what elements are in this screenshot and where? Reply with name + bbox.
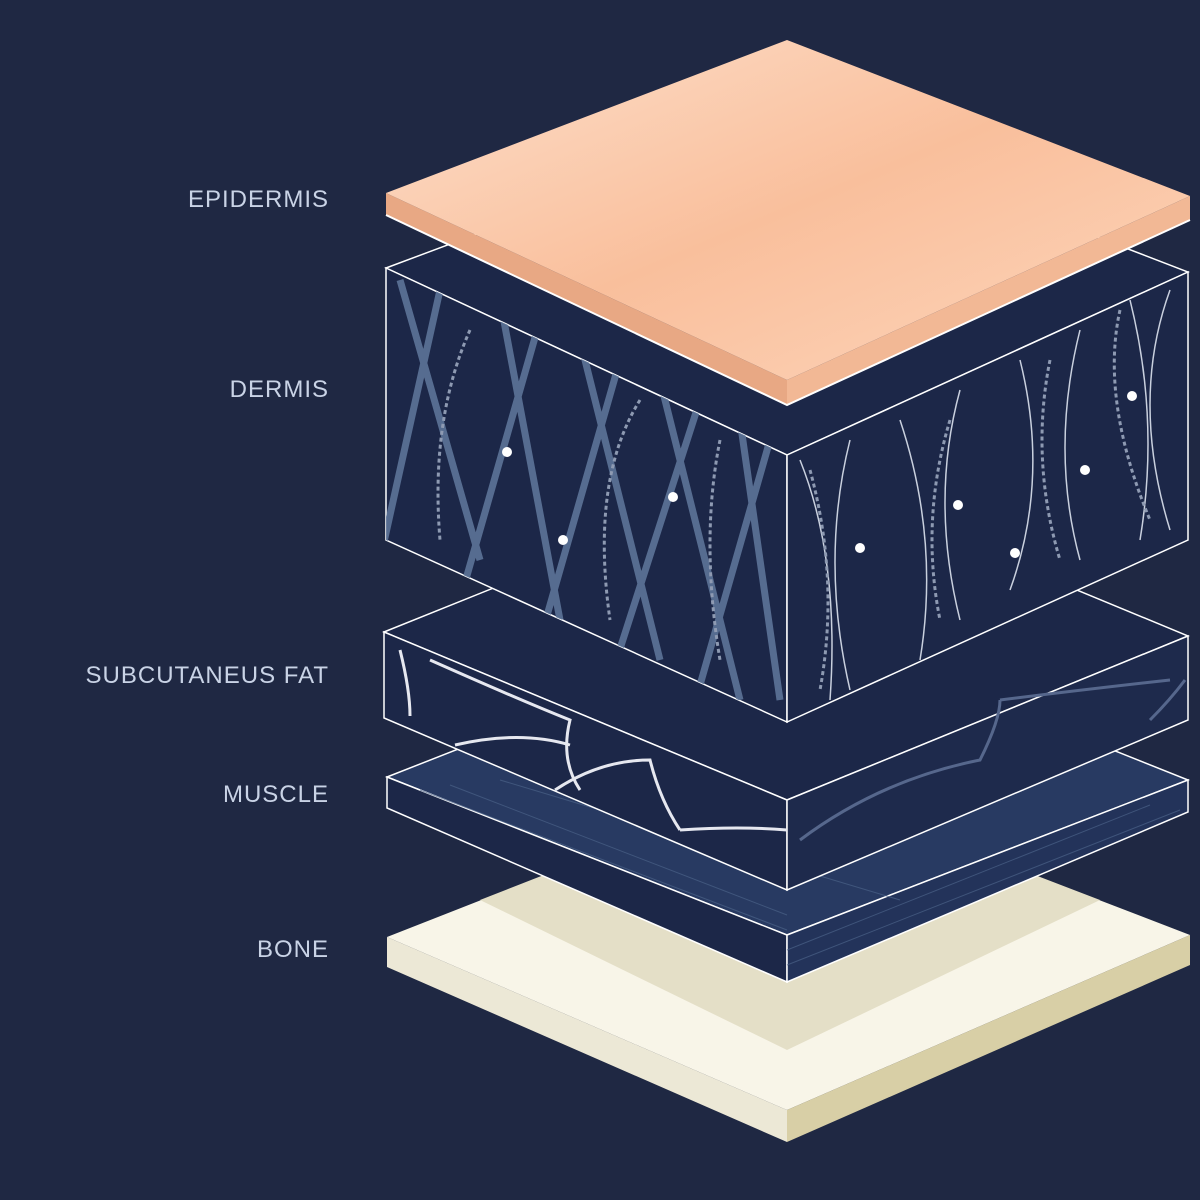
- label-bone: BONE: [256, 936, 329, 963]
- label-epidermis: EPIDERMIS: [187, 186, 329, 213]
- cell-icons: [502, 391, 1137, 558]
- label-subcutaneous-fat: SUBCUTANEUS FAT: [85, 662, 329, 689]
- label-muscle: MUSCLE: [222, 781, 329, 808]
- epidermis-layer: [385, 40, 1191, 407]
- label-dermis: DERMIS: [229, 376, 329, 403]
